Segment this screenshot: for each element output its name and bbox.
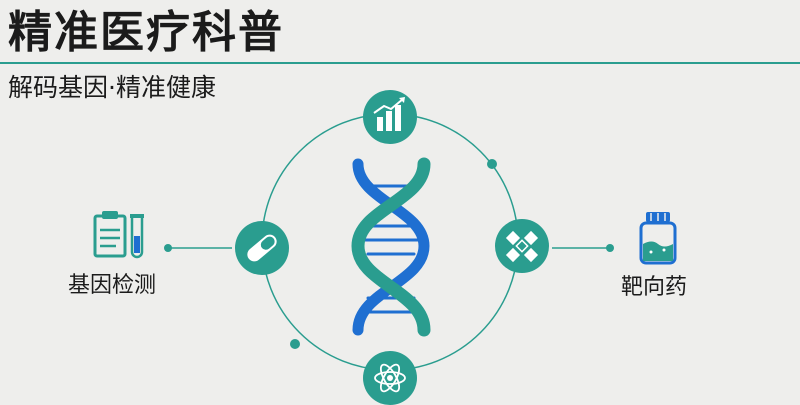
targeted-drug-label: 靶向药 — [621, 275, 688, 300]
clipboard-testtube-icon — [93, 211, 144, 259]
orbit-dot — [487, 159, 497, 169]
medicine-bottle-icon — [639, 212, 677, 265]
molecule-cubes-icon — [495, 219, 549, 273]
orbit-ring — [261, 113, 519, 371]
page-title: 精准医疗科普 — [8, 7, 284, 58]
genetic-testing-label: 基因检测 — [68, 273, 157, 298]
title-divider — [0, 62, 800, 64]
bar-chart-growth-icon — [363, 90, 417, 144]
connector-dot-left — [164, 244, 172, 252]
dna-helix-icon — [351, 157, 431, 337]
connector-dot-right — [606, 244, 614, 252]
page-subtitle: 解码基因·精准健康 — [8, 73, 216, 102]
atom-icon — [363, 351, 417, 405]
orbit-dot — [290, 339, 300, 349]
pill-capsule-icon — [235, 221, 289, 275]
